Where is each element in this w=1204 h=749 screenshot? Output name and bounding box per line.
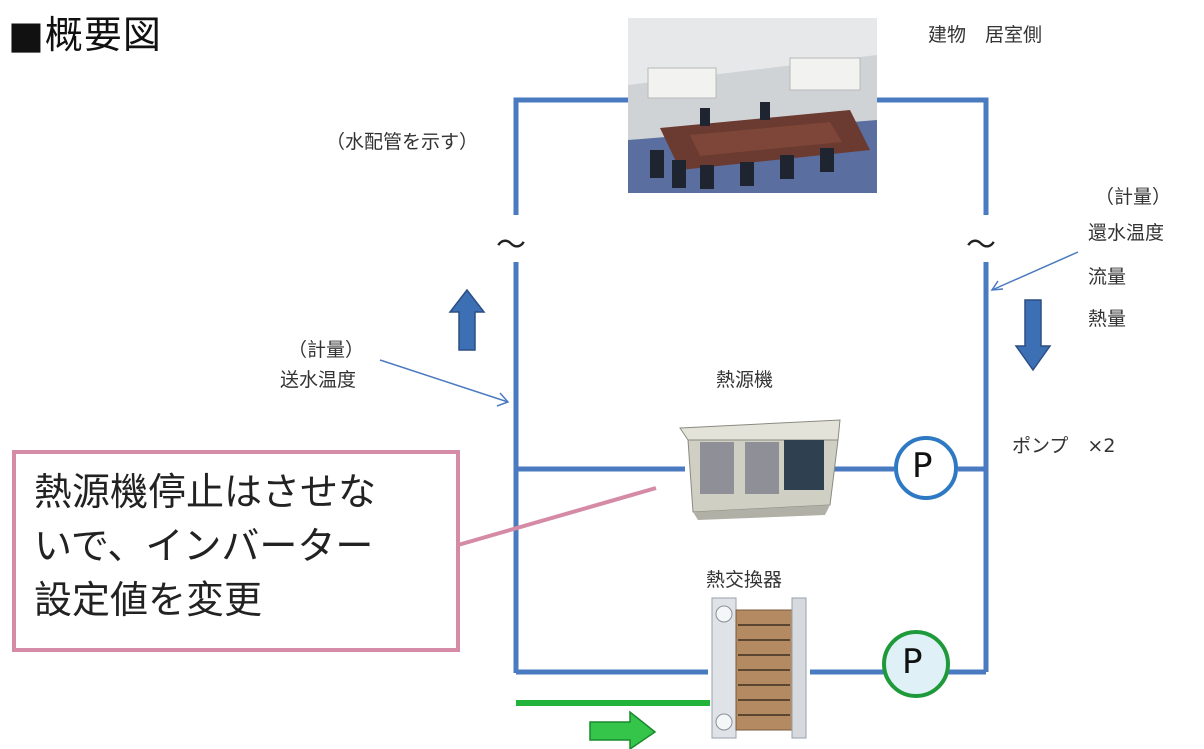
meeting-room-image (628, 18, 877, 193)
pipe-break-left: ～ (496, 228, 526, 263)
return-meter-flow: 流量 (1088, 266, 1127, 288)
callout-line-2: いで、インバーター (34, 524, 374, 568)
pump-1-symbol (894, 436, 958, 500)
pump-2-symbol (882, 630, 950, 698)
heat-source-label: 熱源機 (716, 369, 774, 391)
heat-source-unit-image (679, 419, 841, 520)
return-flow-down-arrow (1014, 299, 1052, 372)
pump-label: ポンプ ×2 (1012, 435, 1116, 457)
building-label: 建物 居室側 (928, 24, 1043, 46)
pump-2-letter: P (902, 642, 923, 682)
pump-1-letter: P (912, 446, 933, 486)
callout-pointer-line (457, 486, 657, 547)
return-meter-heat: 熱量 (1088, 308, 1127, 330)
heat-exchanger-image (711, 597, 807, 739)
return-meter-temp: 還水温度 (1088, 222, 1165, 244)
supply-flow-up-arrow (448, 288, 486, 351)
callout-line-1: 熱源機停止はさせな (34, 470, 377, 514)
heat-exchanger-label: 熱交換器 (706, 569, 783, 591)
water-piping (513, 97, 989, 675)
return-meter-head: （計量） (1095, 186, 1172, 208)
callout-line-3: 設定値を変更 (34, 578, 263, 622)
callout-box (12, 450, 460, 652)
secondary-flow-right-arrow (589, 710, 657, 749)
supply-meter-head: （計量） (288, 339, 365, 361)
pipe-note: （水配管を示す） (326, 131, 479, 153)
meter-pointer-lines (379, 251, 1079, 407)
supply-meter-temp: 送水温度 (280, 369, 357, 391)
pipe-break-right: ～ (966, 228, 996, 263)
page-title: ■概要図 (8, 13, 162, 57)
